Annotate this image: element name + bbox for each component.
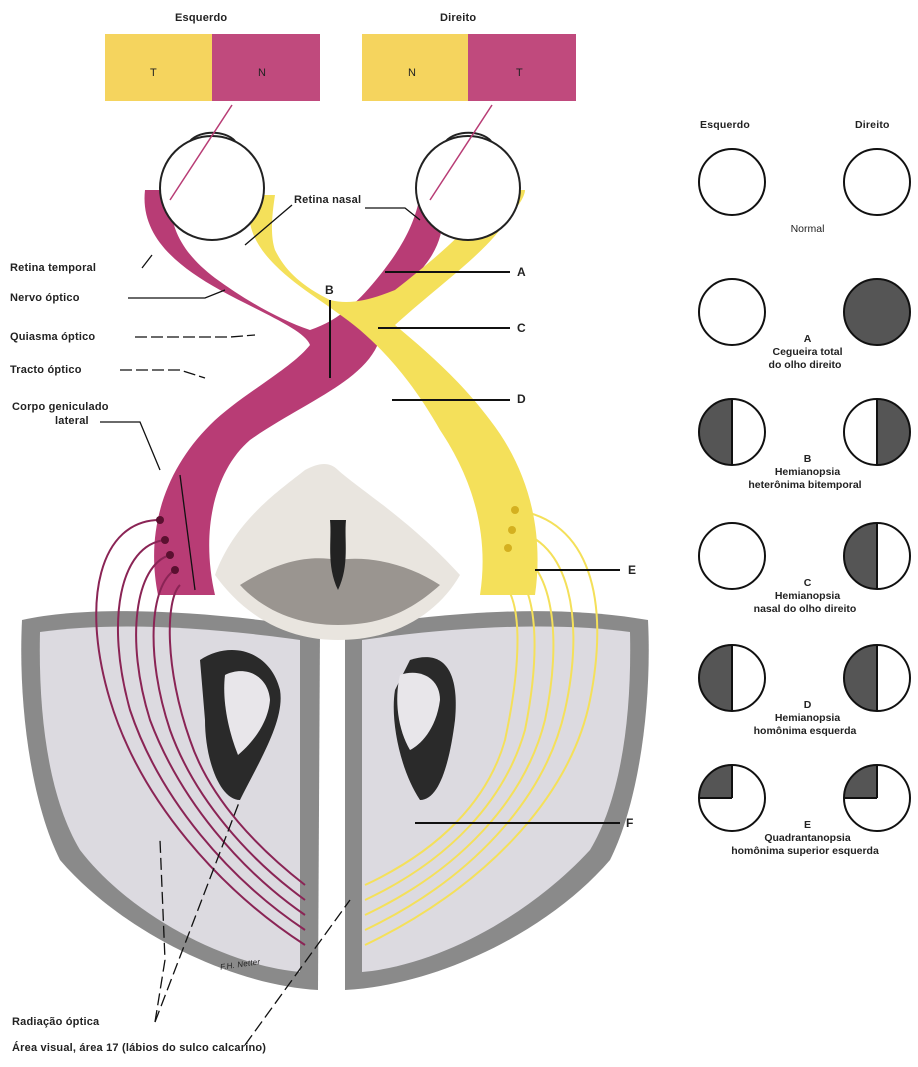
retina-nasal-label: Retina nasal [294,194,361,206]
defect-letter: C [705,577,910,590]
retina-temporal-label: Retina temporal [10,262,96,274]
defect-caption-line-2: nasal do olho direito [695,603,915,616]
defect-caption-line-1: Hemianopsia [705,712,910,725]
right-eye [416,133,520,240]
defects-header-left: Esquerdo [700,119,750,131]
corpo-geniculado-label: Corpo geniculado [12,401,109,413]
defect-caption-line-1: Hemianopsia [705,466,910,479]
defect-letter: B [705,453,910,466]
marker-f: F [626,816,634,830]
radiacao-optica-label: Radiação óptica [12,1016,99,1028]
occipital-cortex [21,611,648,990]
field-circle-left [697,147,767,217]
defect-letter: A [705,333,910,346]
defect-letter: D [705,699,910,712]
defect-caption-line-2: homônima esquerda [695,725,915,738]
defect-caption-line-2: do olho direito [695,359,915,372]
marker-c: C [517,321,526,335]
marker-b: B [325,283,334,297]
left-field-title: Esquerdo [175,12,227,24]
midbrain-section [215,464,460,640]
defect-caption-line-2: heterônima bitemporal [695,479,915,492]
left-field-temporal [105,34,212,101]
left-field-n-label: N [258,67,266,79]
defect-caption-line-1: Normal [705,223,910,236]
nervo-optico-label: Nervo óptico [10,292,80,304]
right-field-n-label: N [408,67,416,79]
area-visual-label: Área visual, área 17 (lábios do sulco ca… [12,1042,266,1054]
left-eye [160,133,264,240]
quiasma-optico-label: Quiasma óptico [10,331,95,343]
defect-caption-line-1: Quadrantanopsia [705,832,910,845]
marker-a: A [517,265,526,279]
defect-caption-line-1: Hemianopsia [705,590,910,603]
field-circle-right [842,147,912,217]
tracto-optico-label: Tracto óptico [10,364,82,376]
right-field-title: Direito [440,12,476,24]
corpo-geniculado-label-2: lateral [55,415,89,427]
defects-header-right: Direito [855,119,890,131]
left-field-t-label: T [150,67,157,79]
right-field-t-label: T [516,67,523,79]
marker-e: E [628,563,636,577]
marker-d: D [517,392,526,406]
defect-letter: E [705,819,910,832]
defect-caption-line-2: homônima superior esquerda [695,845,915,858]
defect-caption-line-1: Cegueira total [705,346,910,359]
